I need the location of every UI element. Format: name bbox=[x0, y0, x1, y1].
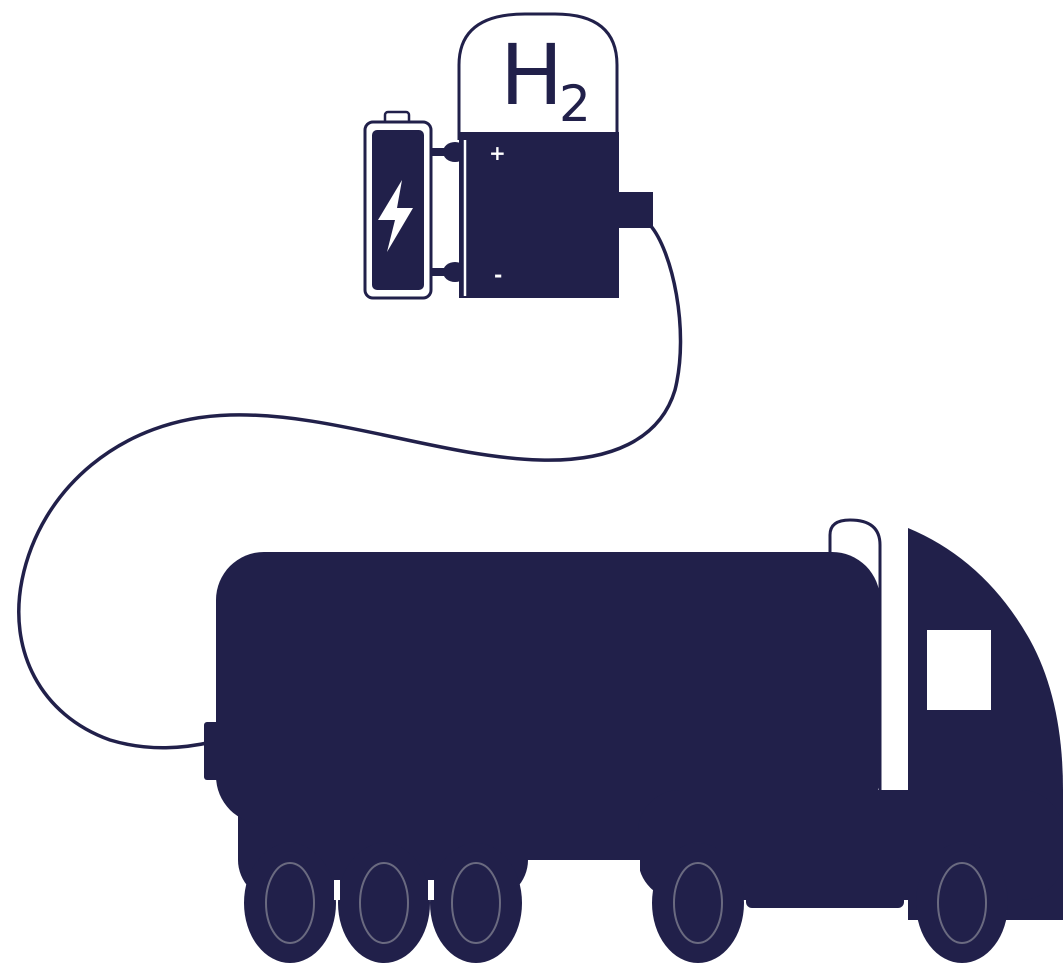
negative-connector bbox=[443, 262, 467, 282]
h2-subscript: 2 bbox=[559, 75, 591, 133]
positive-connector bbox=[443, 142, 467, 162]
battery bbox=[365, 112, 467, 298]
h2-symbol: H bbox=[500, 26, 563, 124]
fuel-cell-body bbox=[459, 132, 619, 298]
tire-gap bbox=[334, 880, 340, 900]
hydrogen-tank bbox=[216, 552, 880, 824]
cab-window bbox=[927, 630, 991, 710]
drive-wheel bbox=[652, 843, 744, 963]
fuel-cell-outlet bbox=[617, 192, 653, 228]
trailer-wheel bbox=[244, 843, 336, 963]
hydrogen-fuel-cell: H 2 + - bbox=[459, 14, 653, 298]
tank-valve bbox=[204, 722, 220, 780]
fuel-step bbox=[746, 858, 904, 908]
tanker-truck bbox=[204, 520, 1063, 963]
positive-terminal-label: + bbox=[489, 141, 506, 165]
tire-gap bbox=[428, 880, 434, 900]
trailer-wheel bbox=[430, 843, 522, 963]
trailer-wheel bbox=[338, 843, 430, 963]
negative-terminal-label: - bbox=[494, 263, 502, 287]
front-wheel bbox=[916, 843, 1008, 963]
